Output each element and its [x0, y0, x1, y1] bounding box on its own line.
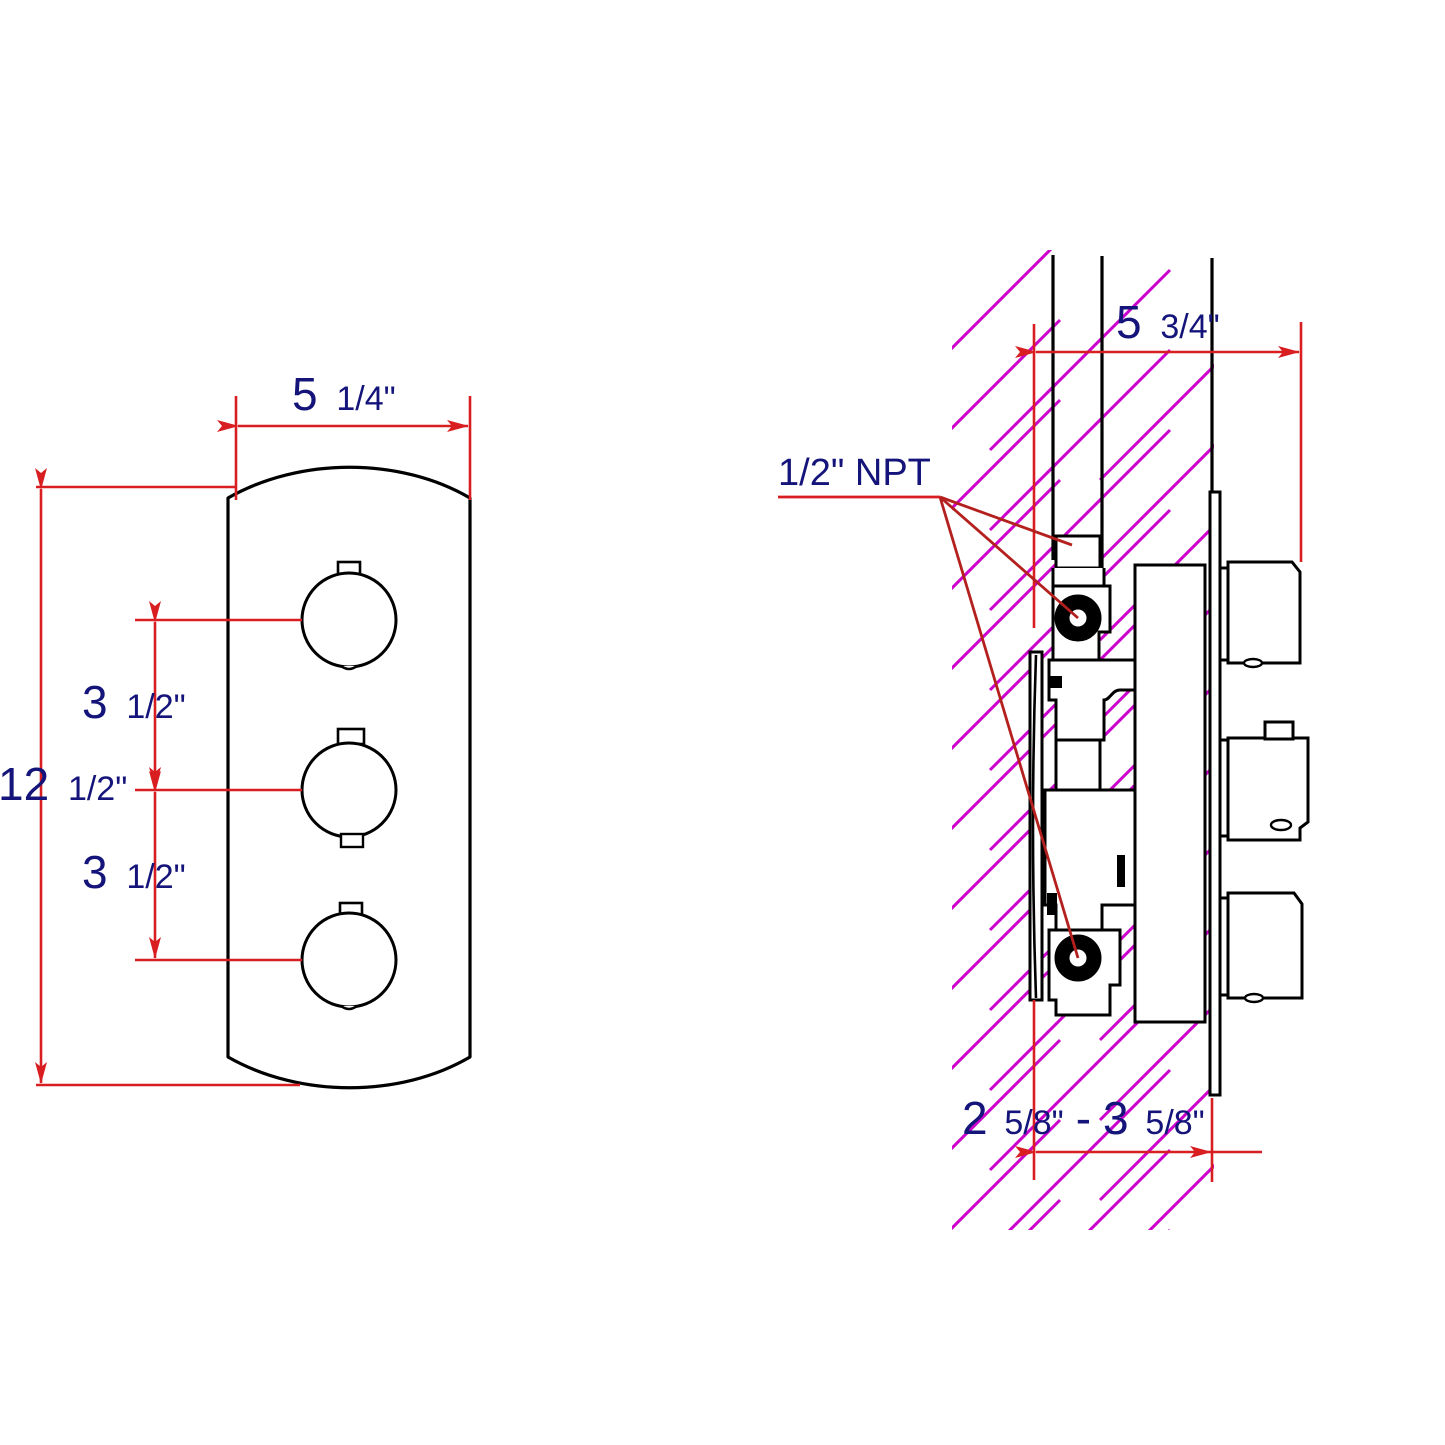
knob-center-extension-lines	[135, 618, 302, 962]
inlet-port-lower	[1054, 934, 1102, 982]
rough-in-dimension: 2 5/8"-3 5/8"	[962, 1000, 1262, 1182]
middle-stem-block[interactable]	[1218, 720, 1310, 842]
tab-upper	[1050, 676, 1062, 688]
tab-lower	[1047, 893, 1057, 915]
width-dimension-5-1-4: 5 1/4"	[217, 368, 472, 500]
wall-surface-lines	[1051, 255, 1214, 625]
spacing-lower-dim-label: 3 1/2"	[82, 846, 186, 898]
width-dim-label: 5 1/4"	[292, 368, 396, 420]
upper-stem-block[interactable]	[1218, 560, 1302, 669]
spacing-upper-dim-label: 3 1/2"	[82, 676, 186, 728]
depth-dim-label: 5 3/4"	[1116, 296, 1220, 348]
trim-plate-curve	[1031, 654, 1038, 999]
lower-handle-knob[interactable]	[300, 901, 398, 1011]
upper-handle-knob[interactable]	[300, 560, 398, 671]
valve-mounting-flange	[1133, 563, 1207, 1024]
outer-wall-plate	[1208, 490, 1222, 1097]
front-elevation-view: 5 1/4" 12 1/2" 3 1/2"	[0, 368, 472, 1090]
spacing-dimension-lower-3-1-2: 3 1/2"	[82, 771, 186, 959]
valve-body-assembly	[1028, 490, 1222, 1097]
npt-label: 1/2" NPT	[778, 452, 931, 494]
tab-mid	[1117, 855, 1125, 887]
depth-dimension-5-3-4: 5 3/4"	[1015, 296, 1303, 628]
lower-stem-block[interactable]	[1218, 891, 1304, 1004]
height-dim-label: 12 1/2"	[0, 758, 127, 810]
npt-leader-top	[939, 495, 1073, 547]
rough-in-dim-label: 2 5/8"-3 5/8"	[962, 1092, 1205, 1144]
middle-handle-knob[interactable]	[300, 727, 398, 849]
npt-leader-middle	[939, 495, 1079, 620]
height-dimension-12-1-2: 12 1/2"	[0, 468, 300, 1087]
npt-leader-bottom	[938, 496, 1080, 959]
npt-callout: 1/2" NPT	[778, 452, 1080, 959]
spacing-dimension-upper-3-1-2: 3 1/2"	[82, 601, 186, 789]
side-section-view: 5 3/4" 2 5/8"-3 5/8" 1/2" NPT	[778, 250, 1310, 1230]
handle-stem-blocks	[1218, 560, 1310, 1004]
upper-retainer	[1054, 738, 1102, 792]
